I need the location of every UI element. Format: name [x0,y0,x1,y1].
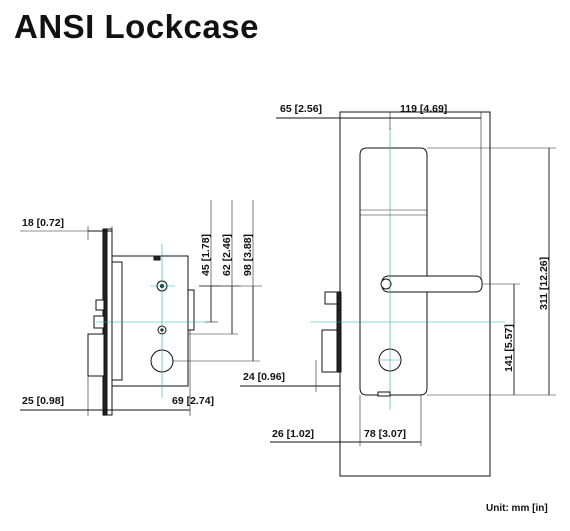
dim-24: 24 [0.96] [243,371,285,383]
side-latch [95,299,105,311]
side-lock-flange [111,261,123,381]
unit-label: Unit: mm [in] [486,503,548,514]
dim-119: 119 [4.69] [400,103,447,115]
side-view [20,200,262,416]
dim-98: 98 [3.88] [242,234,254,276]
side-spindle-housing [187,289,195,331]
dim-26: 26 [1.02] [272,428,314,440]
page-title: ANSI Lockcase [14,8,259,45]
dim-25: 25 [0.98] [22,395,64,407]
dim-141: 141 [5.57] [503,324,515,372]
side-top-notch [153,255,161,261]
dim-69: 69 [2.74] [172,395,214,407]
dim-18: 18 [0.72] [22,217,64,229]
dim-45: 45 [1.78] [200,234,212,276]
dim-78: 78 [3.07] [364,428,406,440]
dim-62: 62 [2.46] [221,234,233,276]
front-latch [324,291,338,305]
dim-311: 311 [12.26] [538,257,550,310]
side-deadbolt [87,333,105,377]
side-lock-body [111,255,189,387]
front-view [240,111,556,477]
dim-65: 65 [2.56] [280,103,322,115]
front-lever-hub [380,278,392,290]
front-deadbolt [321,329,338,373]
front-lever-handle [381,275,483,293]
